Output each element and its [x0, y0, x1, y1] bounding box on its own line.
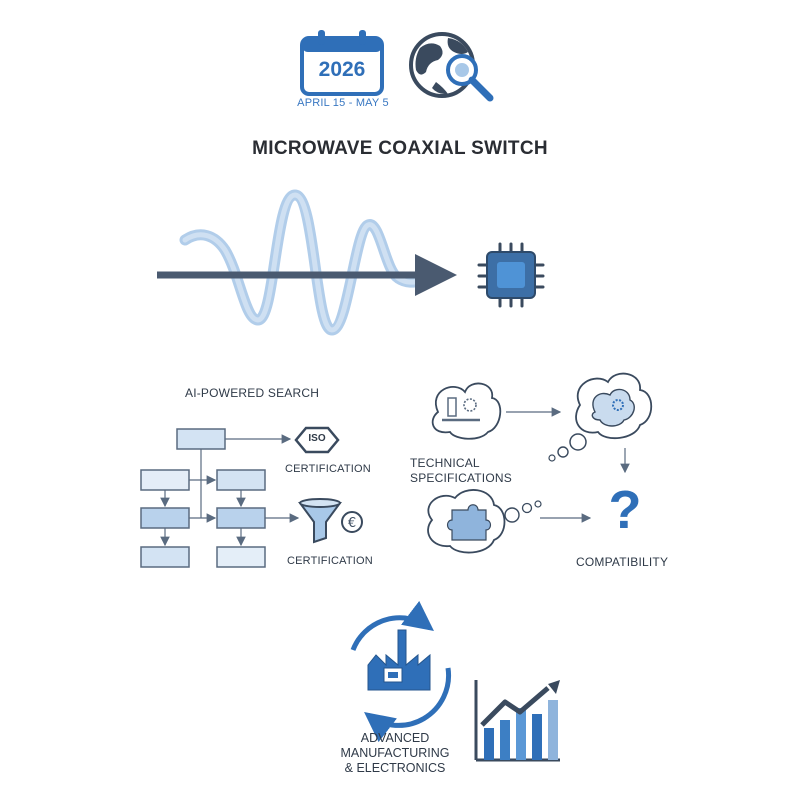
iso-badge-icon — [294, 426, 340, 454]
flowchart-left — [140, 428, 300, 568]
advanced-manufacturing-label: ADVANCED MANUFACTURING & ELECTRONICS — [330, 731, 460, 776]
factory-cycle-icon — [350, 600, 452, 743]
adv-line3: & ELECTRONICS — [344, 761, 446, 775]
certification-label-top: CERTIFICATION — [285, 463, 371, 475]
specs-cloud — [431, 382, 502, 440]
adv-line2: MANUFACTURING — [340, 746, 450, 760]
iso-label: ISO — [308, 433, 326, 444]
compatibility-label: COMPATIBILITY — [576, 555, 669, 569]
funnel-euro-icon: € — [298, 498, 363, 544]
microwave-signal — [157, 189, 457, 336]
technical-specs-line1: TECHNICAL — [410, 456, 480, 470]
svg-text:€: € — [348, 516, 356, 531]
chip-icon — [477, 242, 545, 308]
calendar-icon — [300, 30, 384, 96]
date-range: APRIL 15 - MAY 5 — [297, 97, 389, 109]
calendar-year: 2026 — [318, 58, 366, 81]
globe-search-icon — [409, 32, 494, 102]
technical-specs-line2: SPECIFICATIONS — [410, 471, 512, 485]
growth-chart-icon — [474, 680, 560, 762]
ai-search-heading: AI-POWERED SEARCH — [185, 386, 320, 400]
certification-label-bottom: CERTIFICATION — [287, 555, 373, 567]
technical-specs-label: TECHNICAL SPECIFICATIONS — [410, 456, 530, 486]
brain-cloud — [548, 372, 653, 462]
page-title: MICROWAVE COAXIAL SWITCH — [252, 138, 548, 159]
question-mark-icon: ? — [609, 480, 642, 540]
puzzle-cloud — [427, 489, 542, 554]
adv-line1: ADVANCED — [360, 731, 430, 745]
